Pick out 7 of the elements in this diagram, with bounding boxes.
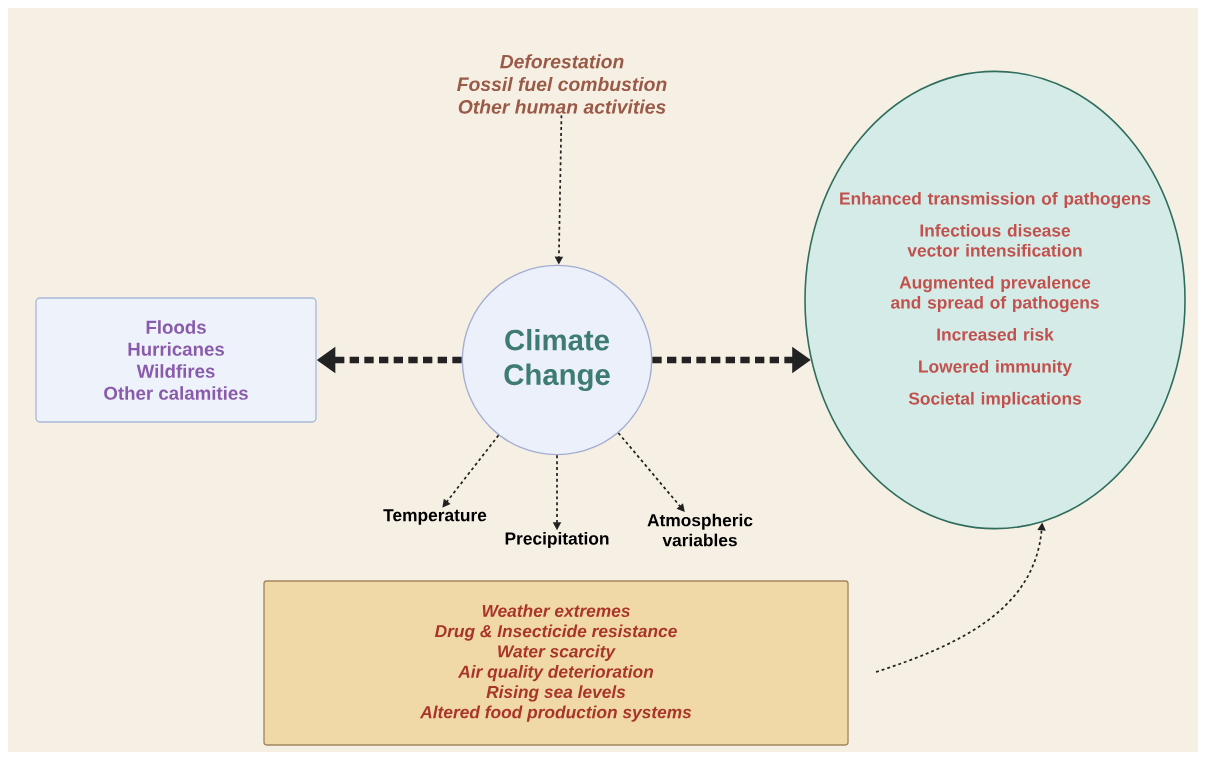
factor-box: Weather extremes Drug & Insecticide resistance Water scarcity Air quality deterioration Rising sea levels Altered food production systems [263,580,849,746]
variable-label: Precipitation [505,531,609,549]
variable-label: Temperature [383,509,487,525]
calamity-box: Floods Hurricanes Wildfires Other calamities [35,297,317,423]
arrow [617,432,685,512]
cause-list: Deforestation Fossil fuel combustion Other human activities [457,54,667,114]
variable-label: Atmospheric variables [647,513,753,547]
